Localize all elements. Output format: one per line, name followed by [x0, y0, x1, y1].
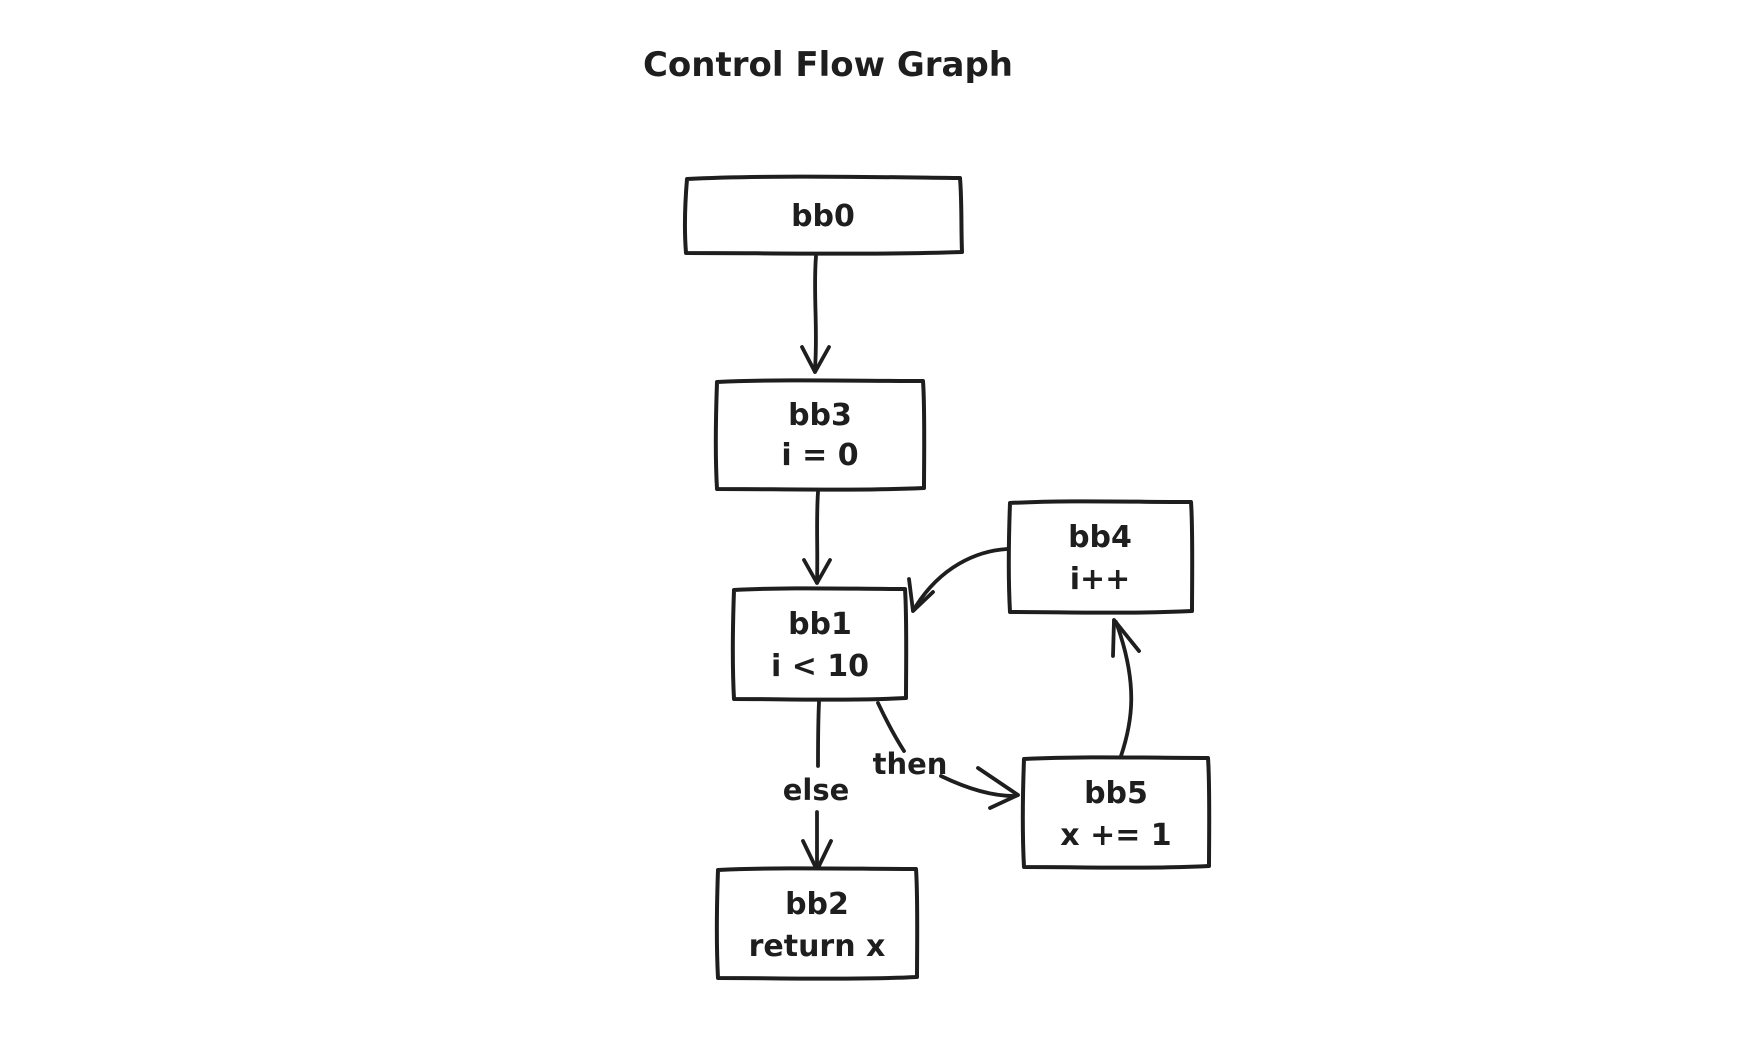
node-bb3-code: i = 0 — [781, 438, 858, 473]
edge-bb5-bb4 — [1111, 618, 1141, 758]
node-bb2-box — [714, 866, 920, 981]
node-bb2: bb2 return x — [714, 866, 920, 981]
edge-bb3-bb1-arrowhead-icon — [802, 558, 832, 585]
node-bb5-code: x += 1 — [1060, 818, 1171, 853]
node-bb2-code: return x — [749, 929, 886, 964]
node-bb1-label: bb1 — [788, 607, 852, 642]
edge-bb1-bb2-line-upper — [816, 700, 821, 768]
edge-bb1-bb5-line-upper — [876, 701, 906, 753]
edge-label-else: else — [783, 773, 850, 807]
node-bb1: bb1 i < 10 — [730, 586, 909, 702]
edge-bb1-bb2-else: else — [783, 700, 850, 872]
edge-bb0-bb3-arrowhead-icon — [800, 345, 831, 374]
edge-bb5-bb4-arrowhead-icon — [1111, 618, 1141, 658]
node-bb1-box — [730, 586, 909, 702]
edge-bb1-bb5-line-lower — [939, 774, 1016, 798]
node-bb4: bb4 i++ — [1006, 499, 1195, 615]
node-bb5-box — [1020, 755, 1212, 870]
node-bb0-box — [682, 174, 964, 256]
node-bb3: bb3 i = 0 — [713, 378, 927, 492]
node-bb2-label: bb2 — [785, 887, 849, 922]
node-bb4-code: i++ — [1070, 562, 1131, 597]
node-bb4-label: bb4 — [1068, 520, 1132, 555]
diagram-title: Control Flow Graph — [643, 45, 1013, 85]
node-bb4-box — [1006, 499, 1195, 615]
node-bb3-box — [713, 378, 927, 492]
edge-bb1-bb5-arrowhead-icon — [976, 766, 1020, 810]
edge-label-then: then — [873, 747, 948, 781]
edge-bb1-bb2-arrowhead-icon — [801, 839, 833, 872]
edge-bb3-bb1 — [802, 490, 832, 585]
edge-bb5-bb4-line — [1114, 620, 1134, 758]
edge-bb0-bb3 — [800, 254, 831, 374]
node-bb0: bb0 — [682, 174, 964, 256]
node-bb5: bb5 x += 1 — [1020, 755, 1212, 870]
node-bb5-label: bb5 — [1084, 776, 1148, 811]
edge-bb3-bb1-line — [815, 490, 820, 583]
node-bb0-label: bb0 — [791, 199, 855, 234]
edge-bb4-bb1-arrowhead-icon — [907, 577, 935, 613]
node-bb3-label: bb3 — [788, 398, 852, 433]
node-bb1-code: i < 10 — [771, 649, 869, 684]
edge-bb4-bb1 — [907, 547, 1009, 613]
edge-bb0-bb3-line — [813, 254, 818, 370]
edge-bb4-bb1-line — [914, 547, 1009, 608]
edge-bb1-bb5-then: then — [873, 701, 1020, 810]
